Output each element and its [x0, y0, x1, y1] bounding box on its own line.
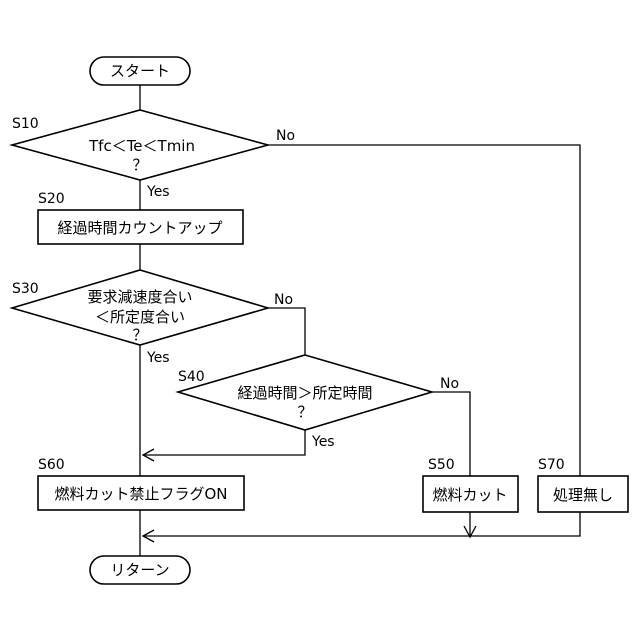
branch-label-s30-no: No [274, 292, 293, 308]
decision-s30-line1: 要求減速度合い [87, 288, 192, 306]
step-label-s50: S50 [428, 457, 455, 473]
process-s60: 燃料カット禁止フラグON S60 [38, 457, 244, 510]
step-label-s70: S70 [538, 457, 565, 473]
step-label-s60: S60 [38, 457, 65, 473]
branch-label-s10-no: No [276, 128, 295, 144]
branch-label-s30-yes: Yes [146, 350, 170, 366]
step-label-s40: S40 [178, 369, 205, 385]
process-s70: 処理無し S70 [538, 457, 628, 512]
process-s60-label: 燃料カット禁止フラグON [54, 485, 227, 503]
decision-s10-line2: ？ [132, 156, 147, 174]
connector-s40-s60 [144, 430, 305, 455]
process-s20-label: 経過時間カウントアップ [57, 219, 222, 237]
connector-s70-merge [144, 512, 580, 536]
decision-s40-line1: 経過時間＞所定時間 [237, 384, 372, 402]
decision-s30: 要求減速度合い ＜所定度合い ？ S30 [12, 270, 268, 345]
return-terminal: リターン [90, 556, 190, 584]
process-s50-label: 燃料カット [432, 486, 507, 504]
branch-label-s10-yes: Yes [146, 184, 170, 200]
branch-label-s40-no: No [440, 376, 459, 392]
process-s70-label: 処理無し [553, 486, 613, 504]
start-terminal: スタート [90, 57, 190, 85]
connector-s30-s40 [268, 308, 305, 355]
decision-s30-line2: ＜所定度合い [95, 308, 185, 326]
return-label: リターン [110, 561, 169, 579]
decision-s40-line2: ？ [297, 403, 312, 421]
start-label: スタート [110, 62, 170, 80]
branch-label-s40-yes: Yes [311, 434, 335, 450]
step-label-s10: S10 [12, 116, 39, 132]
decision-s10: Tfc＜Te＜Tmin ？ S10 [12, 110, 268, 180]
step-label-s30: S30 [12, 281, 39, 297]
step-label-s20: S20 [38, 191, 65, 207]
decision-s10-line1: Tfc＜Te＜Tmin [88, 137, 195, 155]
decision-s30-line3: ？ [132, 326, 147, 344]
decision-s40: 経過時間＞所定時間 ？ S40 [178, 355, 432, 430]
